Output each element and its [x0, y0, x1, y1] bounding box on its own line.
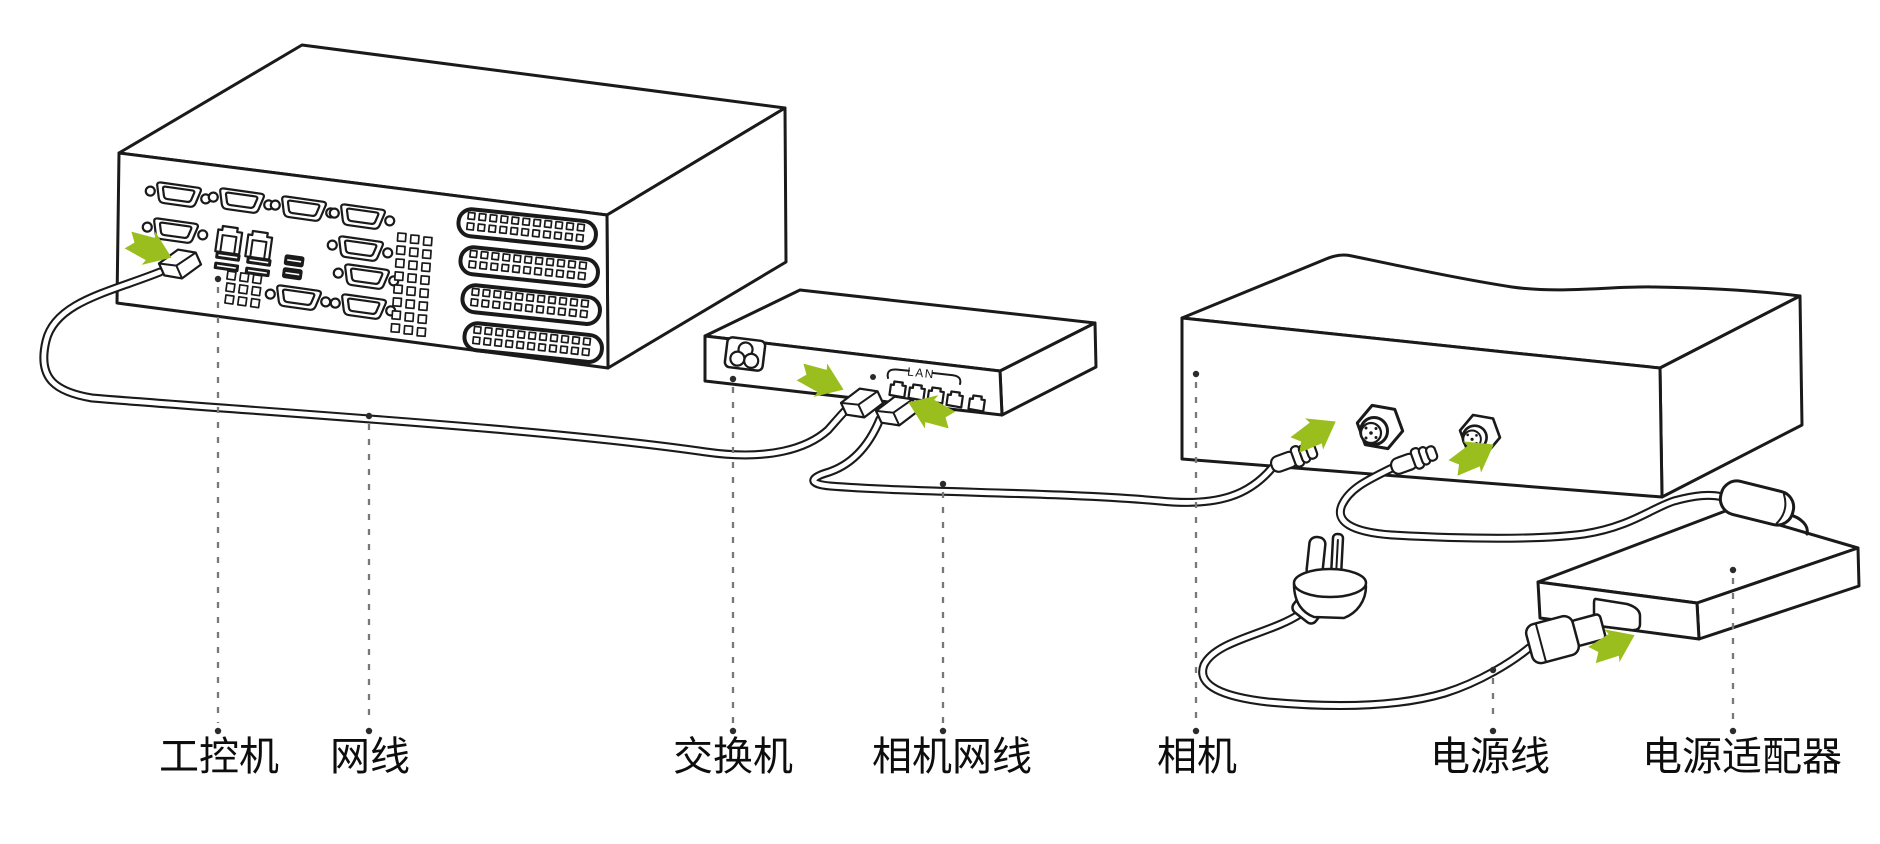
- ferrite-bead: [1718, 479, 1809, 536]
- ac-power-cord: [1198, 609, 1534, 710]
- jumper-grid: [225, 271, 262, 308]
- network-switch: LAN: [703, 288, 1098, 417]
- power-adapter: [1536, 508, 1861, 641]
- label-network-switch: 交换机: [673, 735, 793, 779]
- label-power-adapter: 电源适配器: [1642, 735, 1842, 779]
- network-cable: [39, 267, 850, 460]
- lan-label: LAN: [907, 365, 936, 382]
- ethernet-port: [214, 224, 244, 256]
- power-inlet-icon: [723, 335, 767, 373]
- power-plug: [1291, 532, 1368, 625]
- dc-inlet-socket: [1592, 597, 1642, 632]
- label-industrial-pc: 工控机: [159, 735, 279, 779]
- ethernet-port: [244, 229, 274, 261]
- leader-lines: [214, 275, 1737, 735]
- label-camera: 相机: [1157, 735, 1237, 779]
- lan-bracket: [886, 368, 962, 385]
- label-camera-network-cable: 相机网线: [872, 735, 1032, 779]
- label-network-cable: 网线: [330, 735, 410, 779]
- status-led: [870, 374, 876, 380]
- camera-network-cable: [809, 414, 1277, 507]
- label-power-cable: 电源线: [1430, 735, 1550, 779]
- industrial-pc: [115, 43, 788, 370]
- ac-connector: [1524, 613, 1607, 665]
- dc-power-cable: [1335, 463, 1728, 543]
